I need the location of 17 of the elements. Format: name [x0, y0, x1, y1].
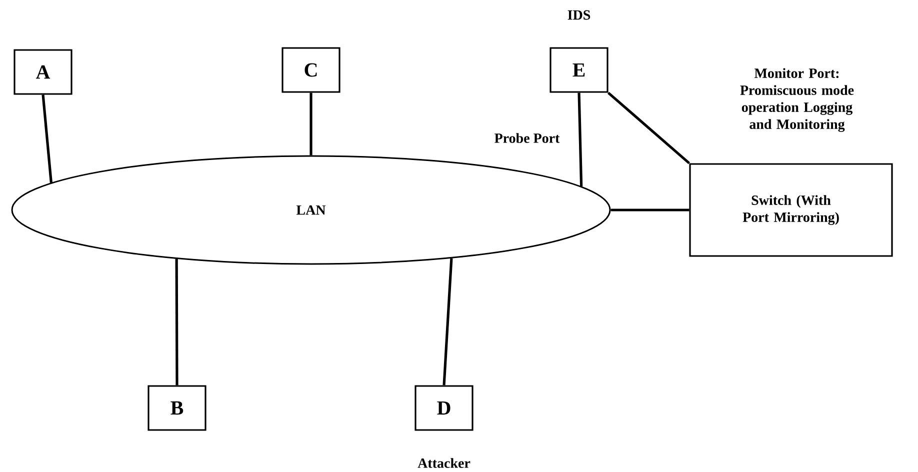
- host-box: D: [414, 385, 474, 431]
- connector-line: [310, 92, 312, 156]
- switch-box: Switch (With Port Mirroring): [689, 163, 893, 257]
- connector-line: [175, 258, 178, 386]
- edge-label: Probe Port: [494, 133, 560, 143]
- node-caption: IDS: [568, 10, 590, 20]
- host-box: B: [148, 385, 206, 431]
- connector-line: [607, 92, 690, 164]
- connector-line: [42, 94, 52, 183]
- edge-label: Monitor Port: Promiscuous mode operation Logging and Monitoring: [740, 68, 854, 132]
- connector-line: [578, 92, 583, 186]
- host-box: E: [550, 47, 608, 93]
- connector-line: [610, 208, 690, 212]
- host-box: A: [14, 49, 72, 95]
- node-caption: Attacker: [418, 458, 470, 468]
- connector-line: [442, 258, 453, 386]
- host-box: C: [282, 47, 340, 93]
